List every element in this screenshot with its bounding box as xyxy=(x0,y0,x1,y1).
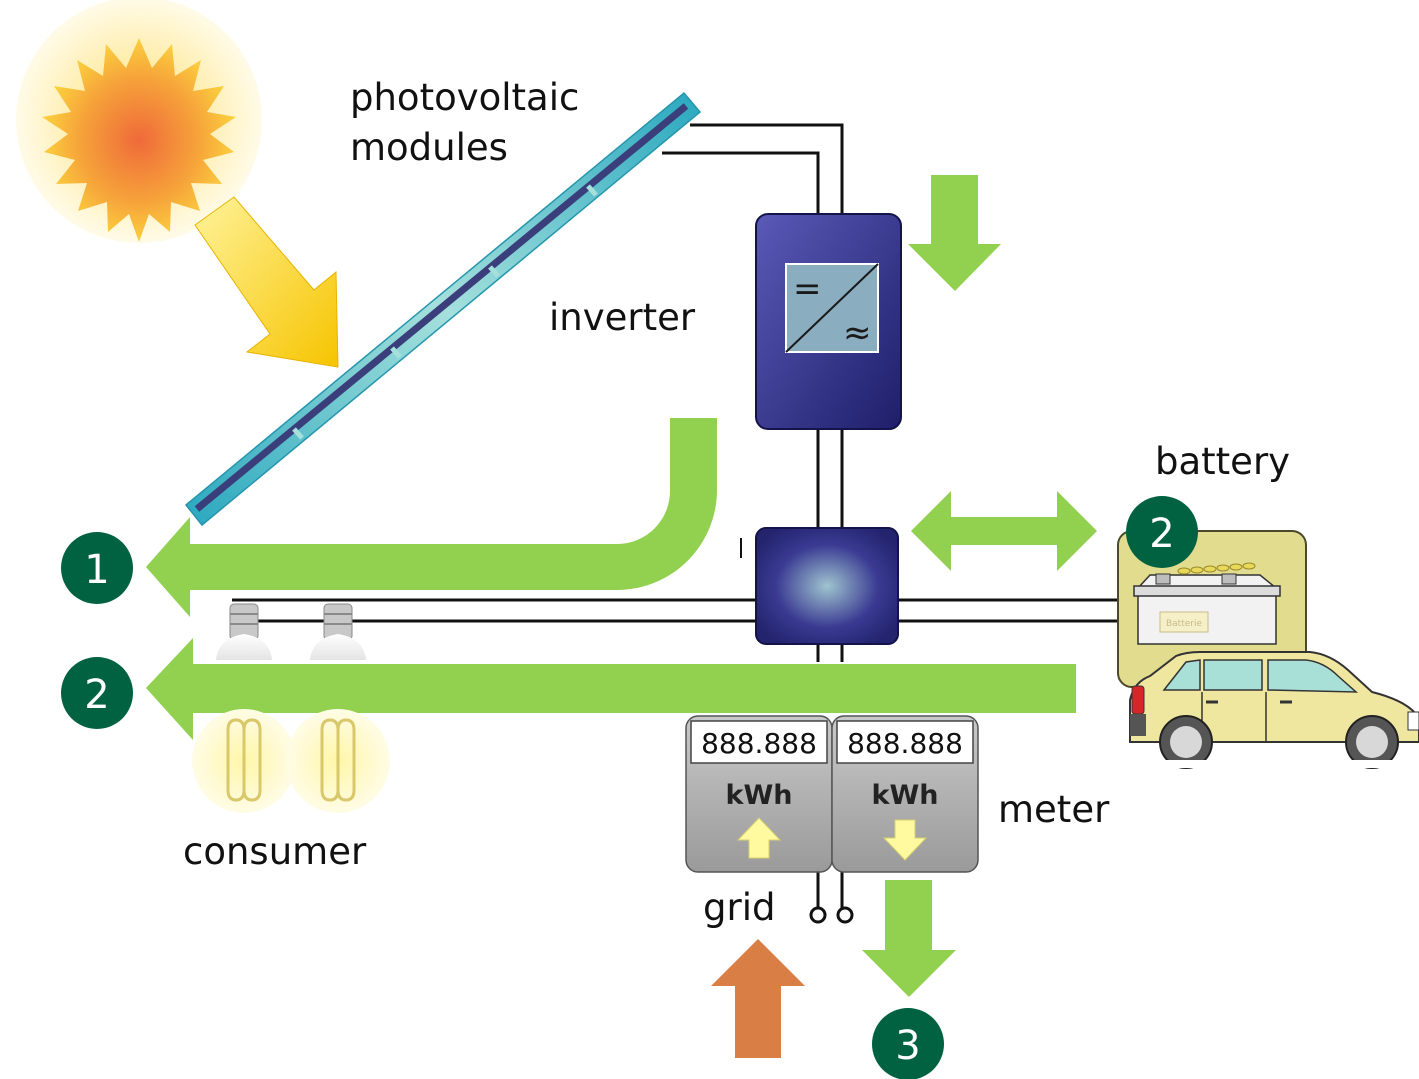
meter-2-unit: kWh xyxy=(872,780,939,811)
inverter-output-arrow xyxy=(908,175,1001,291)
sun-icon xyxy=(16,0,262,243)
badge-2-battery: 2 xyxy=(1126,496,1198,568)
label-pv-modules-line1: photovoltaic xyxy=(350,76,579,119)
label-meter: meter xyxy=(998,788,1110,831)
label-pv-modules-line2: modules xyxy=(350,126,508,169)
car-ground-cutoff xyxy=(1110,760,1419,768)
badge-2-battery-number: 2 xyxy=(1149,511,1174,557)
label-battery: battery xyxy=(1155,440,1290,483)
arrow-up-icon xyxy=(736,817,782,859)
wiring xyxy=(232,123,1118,908)
battery-icon: Batterie xyxy=(1117,530,1307,688)
badge-2-number: 2 xyxy=(84,672,109,718)
label-grid: grid xyxy=(703,886,775,929)
grid-terminals xyxy=(809,906,854,924)
label-consumer: consumer xyxy=(183,830,367,873)
dc-symbol: = xyxy=(793,269,822,309)
label-inverter: inverter xyxy=(549,296,696,339)
consumer-bulbs xyxy=(192,603,390,813)
meter-icon: 888.888 kWh xyxy=(685,715,833,873)
inverter-icon: = ≈ xyxy=(755,213,902,430)
flow-arrow-self-consumption xyxy=(146,418,717,617)
badge-1-number: 1 xyxy=(84,547,109,593)
battery-charge-arrow xyxy=(911,491,1097,571)
grid-feed-in-arrow xyxy=(862,880,956,997)
badge-2-consumer: 2 xyxy=(61,657,133,729)
bulb-icon xyxy=(192,603,296,813)
bulb-icon xyxy=(286,603,390,813)
battery-label: Batterie xyxy=(1166,619,1202,629)
electric-car-icon xyxy=(1129,651,1419,769)
badge-1: 1 xyxy=(61,532,133,604)
meter-1-display: 888.888 xyxy=(701,727,817,760)
pv-panel-icon xyxy=(184,91,702,527)
badge-3-number: 3 xyxy=(895,1023,920,1069)
ac-symbol: ≈ xyxy=(843,313,872,353)
sunlight-arrow xyxy=(194,196,339,368)
meter-2-display: 888.888 xyxy=(847,727,963,760)
meter-icon: 888.888 kWh xyxy=(831,715,979,873)
junction-box xyxy=(755,527,899,645)
meter-1-unit: kWh xyxy=(726,780,793,811)
flow-arrow-battery-consumption xyxy=(146,638,1076,740)
badge-3: 3 xyxy=(872,1008,944,1079)
arrow-down-icon xyxy=(882,819,928,861)
grid-supply-arrow xyxy=(711,939,805,1058)
